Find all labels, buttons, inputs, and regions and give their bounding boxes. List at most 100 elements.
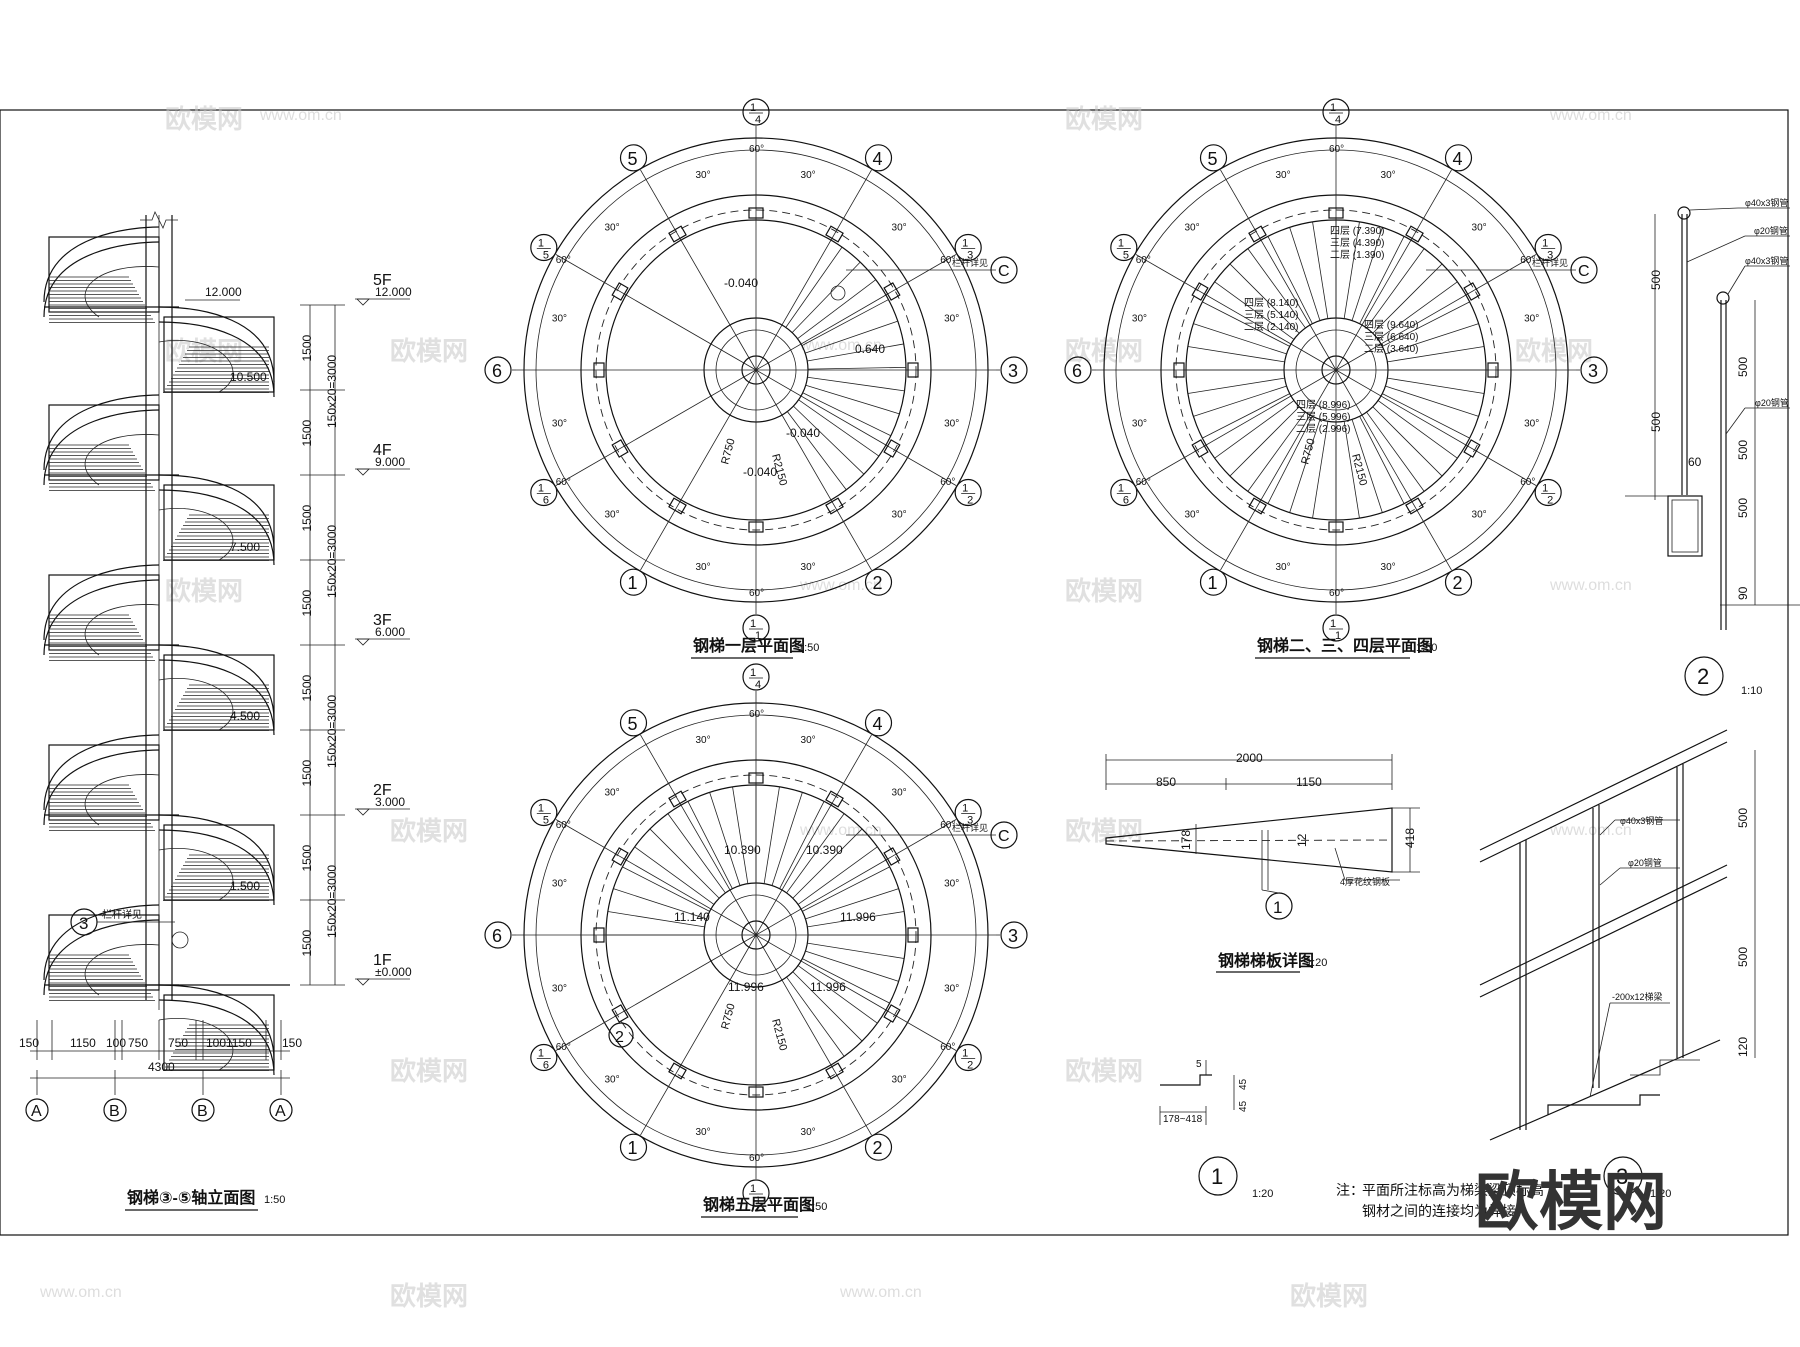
brand-logo: 欧模网 (1475, 1166, 1667, 1238)
dim-1500: 1500 (300, 844, 314, 871)
plan-1f-scale: 1:50 (798, 642, 819, 654)
plan-axis-bubble (1110, 478, 1138, 507)
watermark-text: 欧模网 (390, 1281, 468, 1311)
footnote-prefix: 注： (1336, 1182, 1364, 1198)
plan-axis-label: 1 (1542, 483, 1548, 495)
dim-h1: 178 (1179, 830, 1193, 850)
watermark-text: 欧模网 (1065, 576, 1143, 606)
floor-label: 1F (373, 952, 392, 969)
footnote-line1: 平面所注标高为梯梁梁顶标高 (1362, 1182, 1544, 1198)
plan-1f-title: 钢梯一层平面图 (693, 636, 805, 655)
dim-1500: 1500 (300, 419, 314, 446)
angle-label: 30° (1184, 510, 1199, 521)
plan-234f: 31221111661551441330°30°30°30°30°30°30°3… (1064, 98, 1608, 642)
plan-axis-label: 6 (543, 1060, 549, 1072)
plan-level: 11.996 (840, 910, 876, 924)
plan-axis-label: 2 (967, 1060, 973, 1072)
plan-axis-label: 1 (628, 573, 638, 593)
spiral-turn (43, 564, 275, 736)
bottom-dim: 750 (168, 1036, 188, 1050)
callout-note: 栏杆详见 (952, 822, 988, 833)
callout-bubble (990, 256, 1018, 284)
callout-label: C (998, 828, 1010, 845)
plan-axis-label: 1 (1118, 238, 1124, 250)
detail-1: 5 45 45 178~418 1 1:20 (1159, 1059, 1273, 1200)
detail1-scale: 1:20 (1252, 1188, 1273, 1200)
detail3-dim: 500 (1736, 808, 1750, 828)
floor-label: 4F (373, 442, 392, 459)
angle-label: 60° (1520, 255, 1535, 266)
angle-label: 30° (801, 1127, 816, 1138)
watermark-url: www.om.cn (1549, 822, 1632, 839)
plan-level: 二层 (3.640) (1364, 343, 1418, 355)
plan-axis-label: 1 (1208, 573, 1218, 593)
angle-label: 30° (944, 419, 959, 430)
callout-bubble (990, 821, 1018, 849)
angle-label: 60° (940, 255, 955, 266)
plan-axis-bubble (484, 921, 512, 949)
detail3-note: -200x12梯梁 (1612, 991, 1663, 1002)
plan-level: 11.996 (728, 980, 764, 994)
bottom-dim: 750 (128, 1036, 148, 1050)
plan-axis-label: 1 (962, 238, 968, 250)
plan-axis-label: 1 (538, 483, 544, 495)
plan-axis-label: 2 (873, 573, 883, 593)
plan-axis-label: 4 (873, 149, 883, 169)
plan-axis-label: 1 (628, 1138, 638, 1158)
plan-axis-bubble (742, 1179, 770, 1207)
angle-label: 30° (552, 313, 567, 324)
plan-axis-bubble (619, 144, 648, 172)
plan-axis-label: 1 (538, 1048, 544, 1060)
watermark-url: www.om.cn (39, 1284, 122, 1301)
plan-level: 四层 (8.996) (1296, 399, 1350, 411)
plan-axis-label: 3 (967, 250, 973, 262)
spiral-turn (43, 394, 275, 566)
total-width: 4300 (148, 1060, 175, 1074)
detail3-label: 3 (1616, 1164, 1628, 1189)
angle-label: 30° (552, 878, 567, 889)
angle-label: 60° (1136, 477, 1151, 488)
detail2-dim: 500 (1736, 498, 1750, 518)
plan-axis-bubble (1444, 568, 1473, 596)
watermark-text: 欧模网 (1065, 816, 1143, 846)
plan-axis-label: 1 (755, 1195, 761, 1207)
dim-b: 1150 (1296, 775, 1322, 789)
angle-label: 30° (1381, 170, 1396, 181)
plan-5f: 31221111661551441330°30°30°30°30°30°30°3… (484, 663, 1028, 1207)
plan-axis-label: 4 (1335, 114, 1341, 126)
angle-label: 60° (749, 588, 764, 599)
watermark-url: www.om.cn (1549, 107, 1632, 124)
dim-1500: 1500 (300, 929, 314, 956)
floor-label: 3F (373, 612, 392, 629)
plan-level: 四层 (9.640) (1364, 319, 1418, 331)
detail-3: 500 500 120 φ40x3钢管 φ20钢管 -200x12梯梁 3 1:… (1479, 729, 1756, 1200)
detail1-dim: 45 (1238, 1078, 1249, 1090)
plan-level: 二层 (2.996) (1296, 423, 1350, 435)
callout-note: 栏杆详见 (1532, 257, 1568, 268)
plan-axis-bubble (742, 614, 770, 642)
detail3-dim: 120 (1736, 1037, 1750, 1057)
plan-axis-bubble (1000, 921, 1028, 949)
detail3-note: φ40x3钢管 (1620, 815, 1663, 826)
plan-level: 三层 (5.996) (1296, 411, 1350, 423)
tread-detail-scale: 1:20 (1306, 957, 1327, 969)
plan-level: 10.390 (724, 843, 761, 857)
tread-detail-title: 钢梯梯板详图 (1218, 951, 1314, 970)
angle-label: 60° (940, 820, 955, 831)
detail1-dim: 5 (1196, 1059, 1202, 1070)
plan-axis-label: 3 (1008, 361, 1018, 381)
detail3-dim: 500 (1736, 947, 1750, 967)
spiral-turn (43, 226, 275, 398)
plan-axis-bubble (864, 709, 893, 737)
detail2-dim: 90 (1736, 586, 1750, 600)
angle-label: 30° (1524, 419, 1539, 430)
plan-level: -0.040 (786, 426, 820, 440)
angle-label: 30° (892, 787, 907, 798)
plan-axis-label: 1 (750, 1183, 756, 1195)
plan-axis-label: 3 (1547, 250, 1553, 262)
bottom-dim: 150 (282, 1036, 302, 1050)
watermark-text: 欧模网 (1065, 1056, 1143, 1086)
detail-ref-label: 2 (615, 1029, 624, 1046)
floor-elevation: 12.000 (375, 285, 412, 299)
angle-label: 30° (1184, 222, 1199, 233)
